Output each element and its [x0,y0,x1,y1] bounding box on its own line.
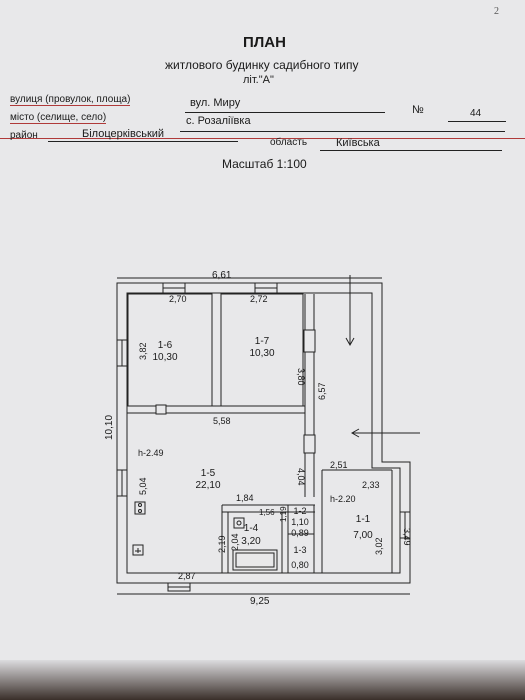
region-label: область [270,137,308,148]
dim-room-1-1-width: 2,51 [330,460,348,470]
room-1-2-number: 1-2 [293,506,306,516]
plan-labels: 6,61 2,70 2,72 3,82 3,80 6,57 10,10 1-6 … [104,270,412,607]
room-1-5-number: 1-5 [201,468,216,479]
page-number: 2 [494,6,499,17]
outer-wall-inner [126,292,401,574]
scale-label: Масштаб 1:100 [222,157,307,171]
dim-room-1-4-height-b: 2,04 [230,533,240,551]
region-value: Київська [336,137,380,149]
document-title: ПЛАН [243,34,286,51]
room-1-7-number: 1-7 [255,336,270,347]
number-value: 44 [470,108,482,119]
dim-right-wall: 6,57 [317,382,327,400]
dim-room-1-4-height-a: 2,19 [217,535,227,553]
room-1-5-height-label: h-2.49 [138,448,164,458]
page-bottom-shadow [0,660,525,700]
dim-room-1-7-width: 2,72 [250,294,268,304]
street-value: вул. Миру [190,97,241,109]
district-label: район [10,130,38,141]
document-subtitle: житлового будинку садибного типу [165,58,359,72]
room-1-6-number: 1-6 [158,340,173,351]
room-1-2-width: 1,10 [291,517,309,527]
building-letter: літ."А" [243,74,274,86]
room-1-1-ceiling: h-2.20 [330,494,356,504]
street-label: вулиця (провулок, площа) [10,94,131,106]
room-1-4-area: 3,20 [241,536,261,547]
room-1-3-area: 0,80 [291,560,309,570]
room-1-1-area: 7,00 [353,530,373,541]
dim-room-1-5-height: 5,04 [138,477,148,495]
room-1-6-area: 10,30 [152,352,177,363]
locality-value: с. Розаліївка [186,115,251,127]
locality-label: місто (селище, село) [10,112,107,124]
red-margin-line [0,138,525,139]
dim-room-1-6-width: 2,70 [169,294,187,304]
dim-room-1-4-width: 1,84 [236,493,254,503]
dim-room-1-1-inner: 2,33 [362,480,380,490]
outer-wall-outline [116,282,411,584]
room-1-4-number: 1-4 [244,523,259,534]
dim-room-1-4-inner: 1,56 [259,508,275,517]
dim-room-1-6-height: 3,82 [138,342,148,360]
dim-room-1-7-height: 3,80 [296,368,306,386]
dim-total-height: 10,10 [104,415,115,440]
dim-inner-wall: 4,04 [296,468,306,486]
dim-room-1-5-width: 5,58 [213,416,231,426]
number-label: № [412,104,424,116]
room-1-2-area: 0,89 [291,528,309,538]
room-1-5-area: 22,10 [195,480,220,491]
dim-total-width-top: 6,61 [212,270,232,281]
room-1-3-number: 1-3 [293,545,306,555]
dim-east-wall: 3,49 [402,528,412,546]
dim-room-1-2-height: 1,19 [279,506,288,522]
dim-total-width-bottom: 9,25 [250,596,270,607]
room-1-1-number: 1-1 [356,514,371,525]
dim-room-1-1-height: 3,02 [374,537,384,555]
dim-bottom-left: 2,87 [178,571,196,581]
district-value: Білоцерківський [82,128,165,140]
room-1-7-area: 10,30 [249,348,274,359]
